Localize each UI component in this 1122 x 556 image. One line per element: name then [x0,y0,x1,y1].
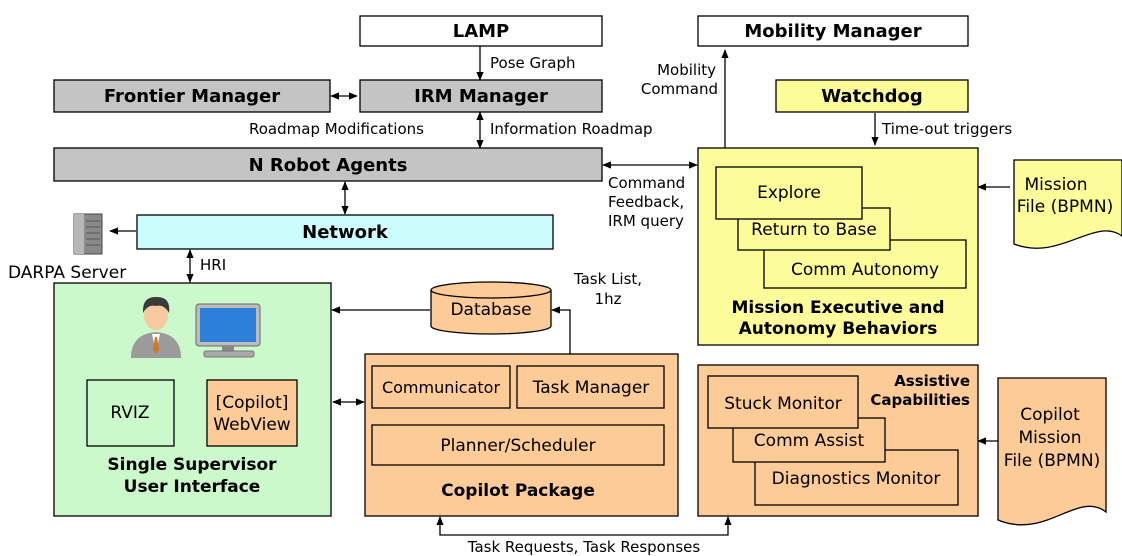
edge-labels: Pose Graph Mobility Command Time-out tri… [200,54,1012,556]
network-label: Network [302,222,389,243]
irm-manager-label: IRM Manager [414,86,548,107]
behavior-comm-autonomy-label: Comm Autonomy [791,260,939,280]
database-cylinder[interactable]: Database [430,281,552,335]
task-requests-arrow [436,516,732,536]
lamp-rect [359,15,603,47]
monitor-diagnostics-label: Diagnostics Monitor [772,469,941,489]
planner-label: Planner/Scheduler [440,436,595,456]
pose-graph-label: Pose Graph [490,54,576,72]
task-requests-label: Task Requests, Task Responses [467,538,701,556]
lamp-box[interactable]: LAMP [359,15,603,47]
supervisor-ui-title-line1: Single Supervisor [107,455,277,475]
webview-box[interactable] [206,379,298,447]
frontier-manager-box[interactable]: Frontier Manager [53,79,331,113]
information-roadmap-label: Information Roadmap [490,120,653,138]
robot-agents-box[interactable]: N Robot Agents [53,147,603,182]
assistive-capabilities-box[interactable]: Assistive Capabilities Diagnostics Monit… [697,364,979,517]
copilot-mission-file-line3: File (BPMN) [1004,451,1100,471]
rviz-label: RVIZ [110,403,149,423]
copilot-mission-file-line2: Mission [1018,428,1081,448]
tasklist-arrow [551,306,571,365]
behavior-explore-label: Explore [757,183,821,203]
behavior-explore[interactable] [715,166,863,220]
mission-executive-box[interactable]: Comm Autonomy Return to Base Explore Mis… [697,147,979,346]
server-icon [73,213,103,255]
roadmap-modifications-label: Roadmap Modifications [249,120,424,138]
lamp-label: LAMP [453,21,510,42]
mobility-manager-box[interactable]: Mobility Manager [697,15,969,47]
webview-label-line2: WebView [213,415,291,435]
network-box[interactable]: Network [136,214,554,250]
task-list-label-line2: 1hz [595,290,622,308]
supervisor-avatar-icon [131,296,181,358]
mission-executive-title-line2: Autonomy Behaviors [739,319,938,339]
frontier-manager-rect [53,79,331,113]
copilot-package-box[interactable]: Communicator Task Manager Planner/Schedu… [364,353,679,517]
copilot-mission-file-shape [997,377,1107,526]
assistive-title-line2: Capabilities [870,391,970,409]
monitor-comm-assist-label: Comm Assist [754,431,865,451]
mission-file-doc[interactable]: Mission File (BPMN) [1013,159,1122,249]
watchdog-rect [775,79,969,113]
command-label-line1: Command [608,174,685,192]
copilot-mission-file-line1: Copilot [1020,405,1080,425]
irm-manager-box[interactable]: IRM Manager [359,79,603,113]
supervisor-ui-box[interactable]: RVIZ [Copilot] WebView Single Supervisor… [53,282,332,517]
database-body [430,290,552,335]
watchdog-label: Watchdog [821,86,923,107]
timeout-label: Time-out triggers [881,120,1012,138]
command-label-line2: Feedback, [608,193,684,211]
robot-agents-rect [53,147,603,182]
task-manager-label: Task Manager [532,378,650,398]
monitor-stuck-label: Stuck Monitor [724,394,841,414]
communicator-label: Communicator [382,378,501,397]
copilot-mission-file-doc[interactable]: Copilot Mission File (BPMN) [997,377,1107,526]
planner-box[interactable] [371,424,665,466]
darpa-server-label: DARPA Server [8,263,126,283]
rviz-box[interactable] [86,379,175,447]
database-top [430,281,552,299]
database-label: Database [450,300,531,320]
mobility-command-label-line1: Mobility [657,61,716,79]
command-label-line3: IRM query [608,212,684,230]
assistive-title-line1: Assistive [894,372,970,390]
task-list-label-line1: Task List, [573,270,642,288]
robot-agents-label: N Robot Agents [249,155,408,176]
mission-file-line1: Mission [1024,175,1087,195]
irm-manager-rect [359,79,603,113]
monitor-icon [195,303,261,358]
hri-label: HRI [200,256,226,274]
copilot-package-title: Copilot Package [441,481,595,501]
task-manager-box[interactable] [516,365,665,409]
mission-file-line2: File (BPMN) [1017,197,1113,217]
supervisor-ui-title-line2: User Interface [124,477,261,497]
mobility-manager-rect [697,15,969,47]
communicator-box[interactable] [371,365,511,409]
mobility-command-label-line2: Command [641,80,718,98]
behavior-return-to-base-label: Return to Base [751,220,877,240]
mobility-manager-label: Mobility Manager [744,21,921,42]
frontier-manager-label: Frontier Manager [104,86,280,107]
monitor-stuck[interactable] [707,375,859,429]
mission-executive-title-line1: Mission Executive and [731,298,944,318]
watchdog-box[interactable]: Watchdog [775,79,969,113]
network-rect [136,214,554,250]
webview-label-line1: [Copilot] [216,393,289,413]
